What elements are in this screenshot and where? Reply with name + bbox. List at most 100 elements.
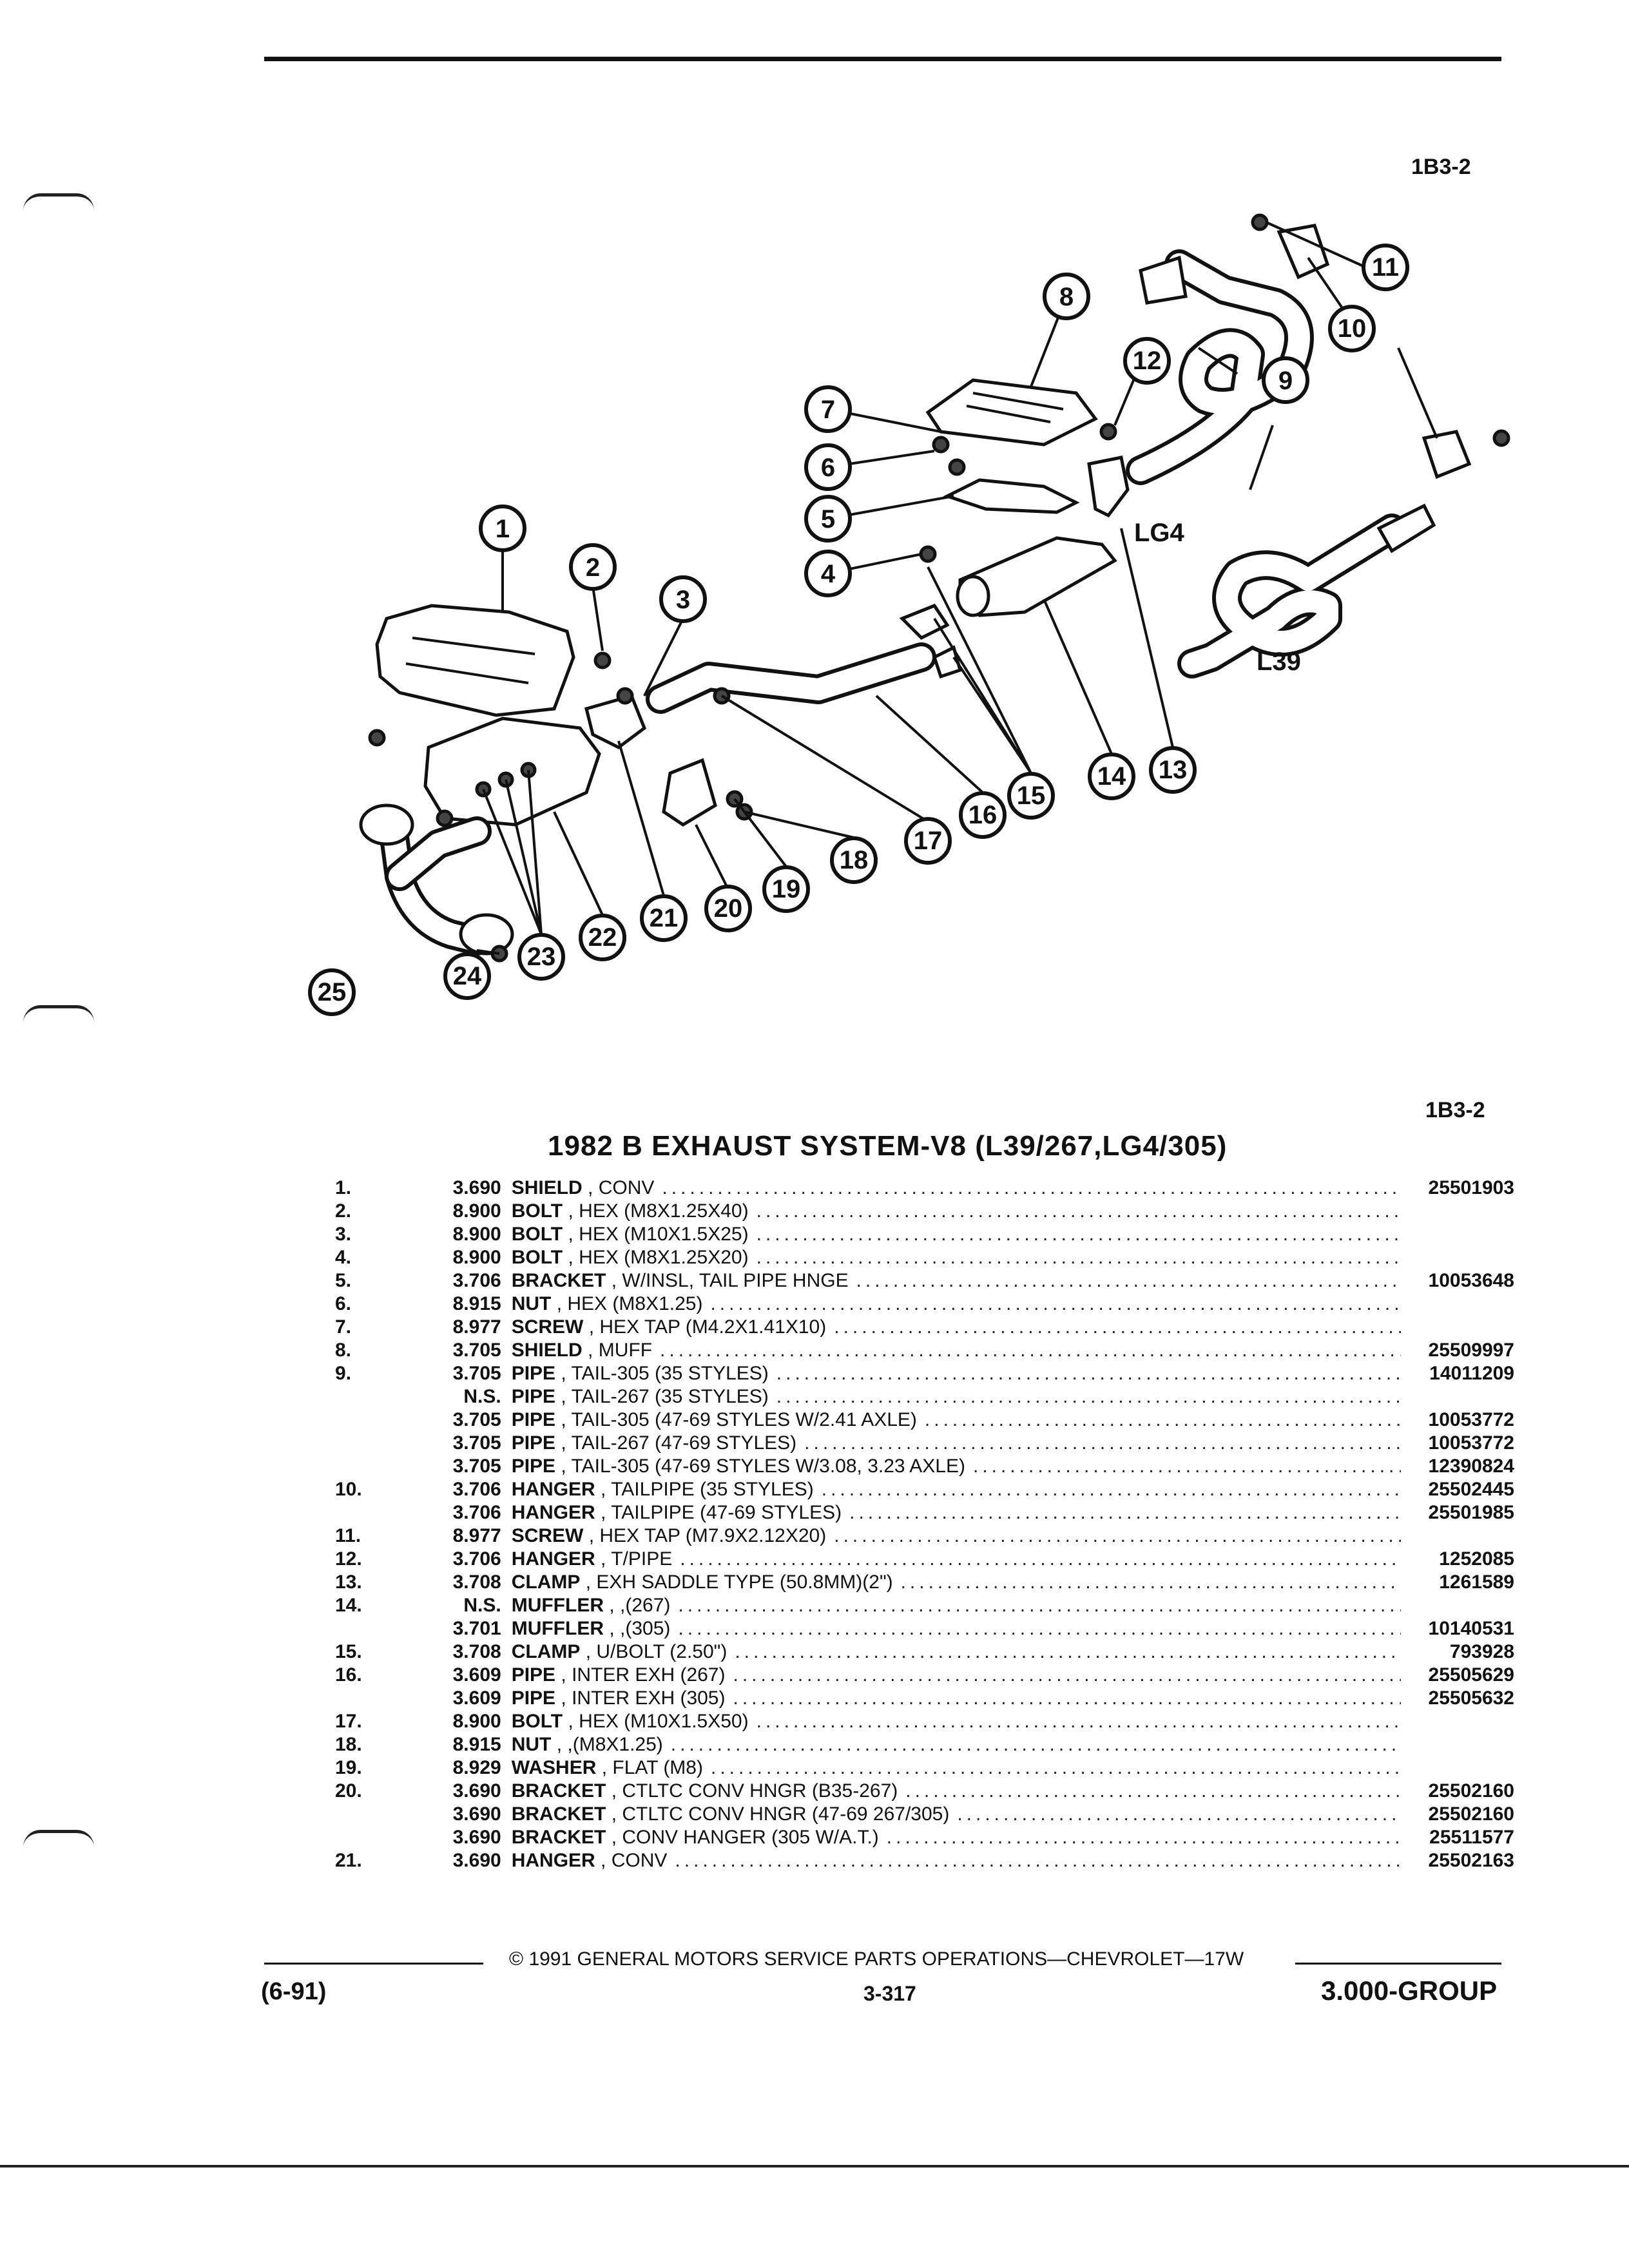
part-spec: TAIL-267 (35 STYLES) — [571, 1386, 769, 1407]
callout-23: 23 — [517, 933, 565, 981]
item-number: 2. — [335, 1200, 352, 1222]
svg-text:20: 20 — [714, 894, 743, 923]
svg-text:1: 1 — [496, 515, 510, 543]
dot-leader: ........................................… — [886, 1827, 1401, 1848]
part-name: PIPE — [511, 1456, 556, 1477]
callout-11: 11 — [1362, 244, 1409, 291]
converter-shield — [375, 604, 575, 717]
item-number — [335, 1385, 409, 1408]
group-number-cell: 3.705 — [452, 1363, 501, 1384]
item-number: 4. — [335, 1247, 352, 1268]
part-spec: ,(267) — [620, 1595, 671, 1616]
group-number-cell: 8.900 — [452, 1200, 501, 1222]
part-number — [1407, 1200, 1514, 1223]
callout-3: 3 — [659, 575, 707, 623]
tail-pipe-l39 — [1177, 503, 1436, 678]
binder-hole-mark — [23, 1005, 94, 1023]
part-number: 10140531 — [1428, 1618, 1514, 1639]
part-number — [1407, 1246, 1514, 1269]
item-number: 15. — [335, 1641, 362, 1662]
part-description: SCREW , HEX TAP (M7.9X2.12X20)..........… — [512, 1524, 1407, 1548]
copyright-notice: © 1991 GENERAL MOTORS SERVICE PARTS OPER… — [509, 1948, 1244, 1970]
svg-text:24: 24 — [453, 962, 482, 990]
group-number-cell: 8.900 — [452, 1224, 501, 1245]
dot-leader: ........................................… — [957, 1803, 1401, 1825]
part-description: BOLT , HEX (M10X1.5X50).................… — [512, 1710, 1407, 1733]
callout-25: 25 — [308, 968, 356, 1016]
item-number: 8. — [335, 1340, 352, 1361]
part-description: PIPE , INTER EXH (305)..................… — [512, 1687, 1407, 1710]
part-description: HANGER , TAILPIPE (35 STYLES)...........… — [512, 1478, 1407, 1501]
dot-leader: ........................................… — [905, 1780, 1401, 1802]
part-name: MUFFLER — [511, 1618, 604, 1639]
part-description: CLAMP , EXH SADDLE TYPE (50.8MM)(2")....… — [511, 1571, 1401, 1593]
part-name: PIPE — [511, 1432, 556, 1454]
part-number — [1407, 1756, 1514, 1780]
callout-20: 20 — [704, 885, 752, 932]
dot-leader: ........................................… — [756, 1247, 1401, 1268]
binder-hole-mark — [23, 193, 94, 211]
intermediate-pipe — [646, 642, 936, 714]
part-description: WASHER , FLAT (M8)......................… — [511, 1757, 1401, 1778]
group-number-cell: 3.708 — [452, 1571, 501, 1593]
part-name: CLAMP — [511, 1571, 581, 1593]
footer-rule-left — [264, 1963, 483, 1965]
part-description: BRACKET , CTLTC CONV HNGR (47-69 267/305… — [511, 1803, 1401, 1825]
callout-6: 6 — [804, 443, 852, 491]
callout-2: 2 — [569, 543, 617, 591]
dot-leader: ........................................… — [834, 1525, 1400, 1546]
callout-7: 7 — [804, 385, 852, 433]
part-number: 12390824 — [1428, 1456, 1514, 1477]
part-description: SHIELD , CONV...........................… — [511, 1177, 1401, 1198]
part-description: MUFFLER , ,(267)........................… — [512, 1594, 1407, 1617]
group-number-cell: 8.915 — [452, 1293, 501, 1314]
group-number: 3.000-GROUP — [1321, 1975, 1498, 2006]
part-description: NUT , ,(M8X1.25)........................… — [511, 1734, 1401, 1755]
item-number: 14. — [335, 1595, 362, 1616]
svg-text:2: 2 — [586, 553, 600, 582]
part-name: BRACKET — [511, 1270, 606, 1291]
item-number — [335, 1826, 409, 1849]
dot-leader: ........................................… — [849, 1502, 1401, 1523]
part-name: NUT — [511, 1734, 552, 1755]
part-number: 25501985 — [1428, 1502, 1514, 1523]
svg-text:17: 17 — [914, 827, 943, 855]
svg-text:5: 5 — [821, 505, 835, 533]
part-spec: CONV — [598, 1177, 655, 1198]
part-spec: ,(M8X1.25) — [567, 1734, 663, 1755]
catalytic-converter — [423, 716, 601, 827]
part-number: 10053772 — [1428, 1432, 1514, 1454]
part-description: BOLT , HEX (M10X1.5X25).................… — [512, 1223, 1407, 1246]
item-number — [335, 1687, 409, 1710]
l39-label: L39 — [1257, 648, 1301, 676]
dot-leader: ........................................… — [733, 1687, 1400, 1709]
svg-text:8: 8 — [1059, 283, 1074, 311]
part-description: BOLT , HEX (M8X1.25X20).................… — [512, 1246, 1407, 1269]
item-number: 18. — [335, 1734, 362, 1755]
item-number: 11. — [335, 1525, 361, 1546]
revision-date: (6-91) — [261, 1978, 327, 2005]
part-number: 25505632 — [1428, 1687, 1514, 1709]
u-bolt-clamp — [932, 645, 963, 679]
item-number: 9. — [335, 1363, 352, 1384]
svg-text:22: 22 — [588, 923, 617, 952]
dot-leader: ........................................… — [675, 1850, 1400, 1871]
part-number: 25502160 — [1428, 1780, 1514, 1802]
part-name: HANGER — [511, 1479, 595, 1500]
converter-hanger — [584, 693, 647, 749]
part-name: PIPE — [511, 1664, 556, 1686]
dot-leader: ........................................… — [662, 1177, 1401, 1198]
part-spec: INTER EXH (267) — [572, 1664, 726, 1686]
dot-leader: ........................................… — [710, 1293, 1401, 1314]
dot-leader: ........................................… — [756, 1711, 1401, 1732]
part-number: 25509997 — [1428, 1340, 1514, 1361]
